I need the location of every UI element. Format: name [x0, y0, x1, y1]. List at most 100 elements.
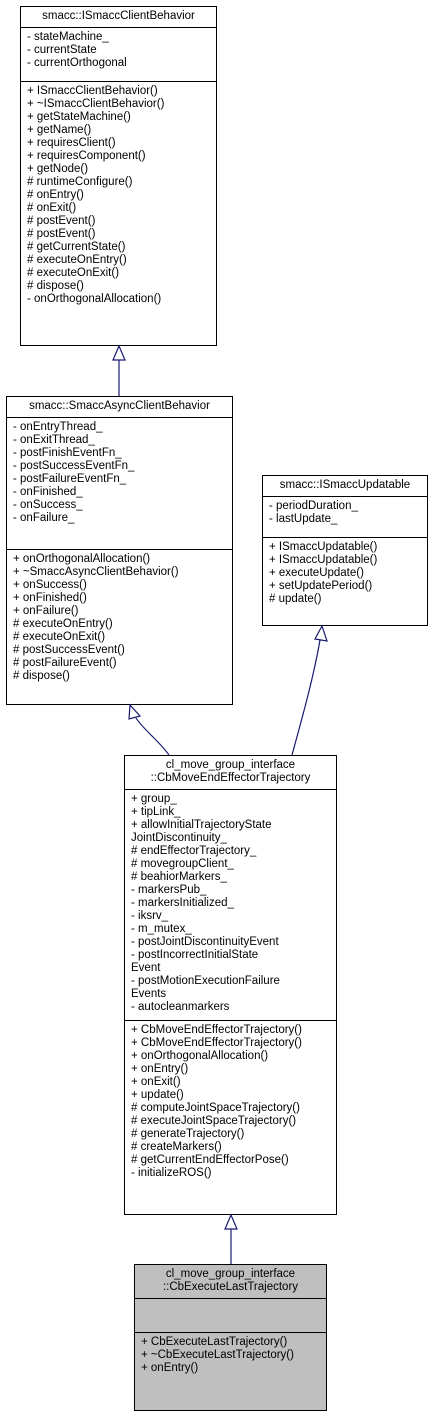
edge-cbe-to-cbm [224, 1213, 238, 1264]
member-line: + ISmaccUpdatable() [269, 554, 378, 566]
member-line: + ISmaccClientBehavior() [27, 85, 158, 97]
member-line: + onExit() [131, 1076, 181, 1088]
member-line: cl_move_group_interface [165, 759, 296, 771]
member-line: # dispose() [13, 670, 70, 682]
member-line: # executeOnEntry() [13, 618, 113, 630]
member-line: - onFailure_ [13, 512, 75, 524]
attribute-list: - onEntryThread_- onExitThread_- postFin… [7, 418, 232, 549]
member-line: + onFinished() [13, 592, 87, 604]
member-line: - autocleanmarkers [131, 1001, 230, 1013]
member-line: + onEntry() [131, 1063, 189, 1075]
operation-list: + ISmaccUpdatable()+ ISmaccUpdatable()+ … [263, 537, 427, 610]
member-line: - currentState [27, 44, 97, 56]
member-line: + getStateMachine() [27, 111, 131, 123]
member-line: - onExitThread_ [13, 434, 95, 446]
member-line: # postSuccessEvent() [13, 644, 125, 656]
member-line: + onEntry() [141, 1362, 199, 1374]
class-cb-execute-last-trajectory[interactable]: cl_move_group_interface::CbExecuteLastTr… [134, 1264, 327, 1411]
member-line: smacc::ISmaccUpdatable [279, 479, 411, 491]
member-line: - postIncorrectInitialState [131, 949, 259, 961]
member-line: - iksrv_ [131, 910, 169, 922]
member-line: + executeUpdate() [269, 567, 364, 579]
member-line: + requiresClient() [27, 137, 116, 149]
member-line: - periodDuration_ [269, 500, 358, 512]
member-line: # dispose() [27, 280, 84, 292]
member-line: cl_move_group_interface [165, 1268, 296, 1280]
member-line: - currentOrthogonal [27, 57, 127, 69]
attribute-list: - periodDuration_- lastUpdate_ [263, 497, 427, 537]
member-line: JointDiscontinuity_ [131, 832, 227, 844]
member-line: + ~SmaccAsyncClientBehavior() [13, 566, 179, 578]
member-line: # computeJointSpaceTrajectory() [131, 1102, 300, 1114]
operation-list: + CbMoveEndEffectorTrajectory()+ CbMoveE… [125, 1020, 336, 1184]
member-line: - lastUpdate_ [269, 513, 338, 525]
edge-sacb-to-isc [112, 344, 126, 396]
member-line: + update() [131, 1089, 184, 1101]
member-line: + onOrthogonalAllocation() [13, 553, 151, 565]
member-line: - markersInitialized_ [131, 897, 234, 909]
class-smacc-async-client-behavior[interactable]: smacc::SmaccAsyncClientBehavior - onEntr… [6, 396, 233, 705]
member-line: # runtimeConfigure() [27, 176, 133, 188]
member-line: # executeJointSpaceTrajectory() [131, 1115, 297, 1127]
member-line: + setUpdatePeriod() [269, 580, 373, 592]
member-line: - onFinished_ [13, 486, 83, 498]
member-line: # beahiorMarkers_ [131, 871, 227, 883]
member-line: # onEntry() [27, 189, 84, 201]
edge-cbm-to-isu [291, 624, 328, 756]
class-ismacc-client-behavior[interactable]: smacc::ISmaccClientBehavior - stateMachi… [20, 6, 217, 346]
member-line: ::CbMoveEndEffectorTrajectory [150, 772, 311, 784]
member-line: - onSuccess_ [13, 499, 83, 511]
member-line: - postFailureEventFn_ [13, 473, 127, 485]
member-line: # getCurrentEndEffectorPose() [131, 1154, 289, 1166]
attribute-list: - stateMachine_- currentState- currentOr… [21, 28, 216, 81]
inheritance-arrow [128, 703, 142, 720]
inheritance-arrow [224, 1213, 238, 1230]
member-line: # endEffectorTrajectory_ [131, 845, 257, 857]
class-title: smacc::ISmaccClientBehavior [21, 7, 216, 28]
member-line: + onSuccess() [13, 579, 87, 591]
member-line: ::CbExecuteLastTrajectory [162, 1281, 299, 1293]
member-line: - markersPub_ [131, 884, 207, 896]
operation-list: + ISmaccClientBehavior()+ ~ISmaccClientB… [21, 81, 216, 310]
member-line: # movegroupClient_ [131, 858, 234, 870]
class-title: smacc::SmaccAsyncClientBehavior [7, 397, 232, 418]
member-line: + group_ [131, 793, 177, 805]
member-line: # onExit() [27, 202, 77, 214]
member-line: + allowInitialTrajectoryState [131, 819, 272, 831]
member-line: + ~CbExecuteLastTrajectory() [141, 1349, 294, 1361]
operation-list: + CbExecuteLastTrajectory()+ ~CbExecuteL… [135, 1332, 326, 1379]
member-line: - postSuccessEventFn_ [13, 460, 135, 472]
member-line: + onOrthogonalAllocation() [131, 1050, 269, 1062]
class-cb-move-end-effector-trajectory[interactable]: cl_move_group_interface::CbMoveEndEffect… [124, 755, 337, 1215]
member-line: # getCurrentState() [27, 241, 126, 253]
class-ismacc-updatable[interactable]: smacc::ISmaccUpdatable - periodDuration_… [262, 475, 428, 626]
member-line: Events [131, 988, 167, 1000]
member-line: - postJointDiscontinuityEvent [131, 936, 279, 948]
member-line: + getNode() [27, 163, 89, 175]
member-line: # executeOnExit() [27, 267, 120, 279]
member-line: # generateTrajectory() [131, 1128, 245, 1140]
member-line: + CbMoveEndEffectorTrajectory() [131, 1024, 302, 1036]
member-line: - onOrthogonalAllocation() [27, 293, 162, 305]
member-line: # postFailureEvent() [13, 657, 117, 669]
member-line: # postEvent() [27, 215, 96, 227]
edge-cbm-to-sacb [128, 703, 170, 756]
attribute-list: + group_+ tipLink_+ allowInitialTrajecto… [125, 790, 336, 1020]
class-title: cl_move_group_interface::CbMoveEndEffect… [125, 756, 336, 790]
member-line: - initializeROS() [131, 1167, 212, 1179]
member-line: - m_mutex_ [131, 923, 192, 935]
member-line: - stateMachine_ [27, 31, 109, 43]
member-line: + getName() [27, 124, 92, 136]
member-line: + ISmaccUpdatable() [269, 541, 378, 553]
member-line: - postMotionExecutionFailure [131, 975, 280, 987]
class-title: smacc::ISmaccUpdatable [263, 476, 427, 497]
member-line: - onEntryThread_ [13, 421, 103, 433]
member-line: # createMarkers() [131, 1141, 222, 1153]
member-line: + tipLink_ [131, 806, 181, 818]
member-line: # update() [269, 593, 322, 605]
inheritance-arrow [314, 624, 328, 642]
inheritance-arrow [112, 344, 126, 361]
member-line: + CbMoveEndEffectorTrajectory() [131, 1037, 302, 1049]
member-line: + onFailure() [13, 605, 79, 617]
